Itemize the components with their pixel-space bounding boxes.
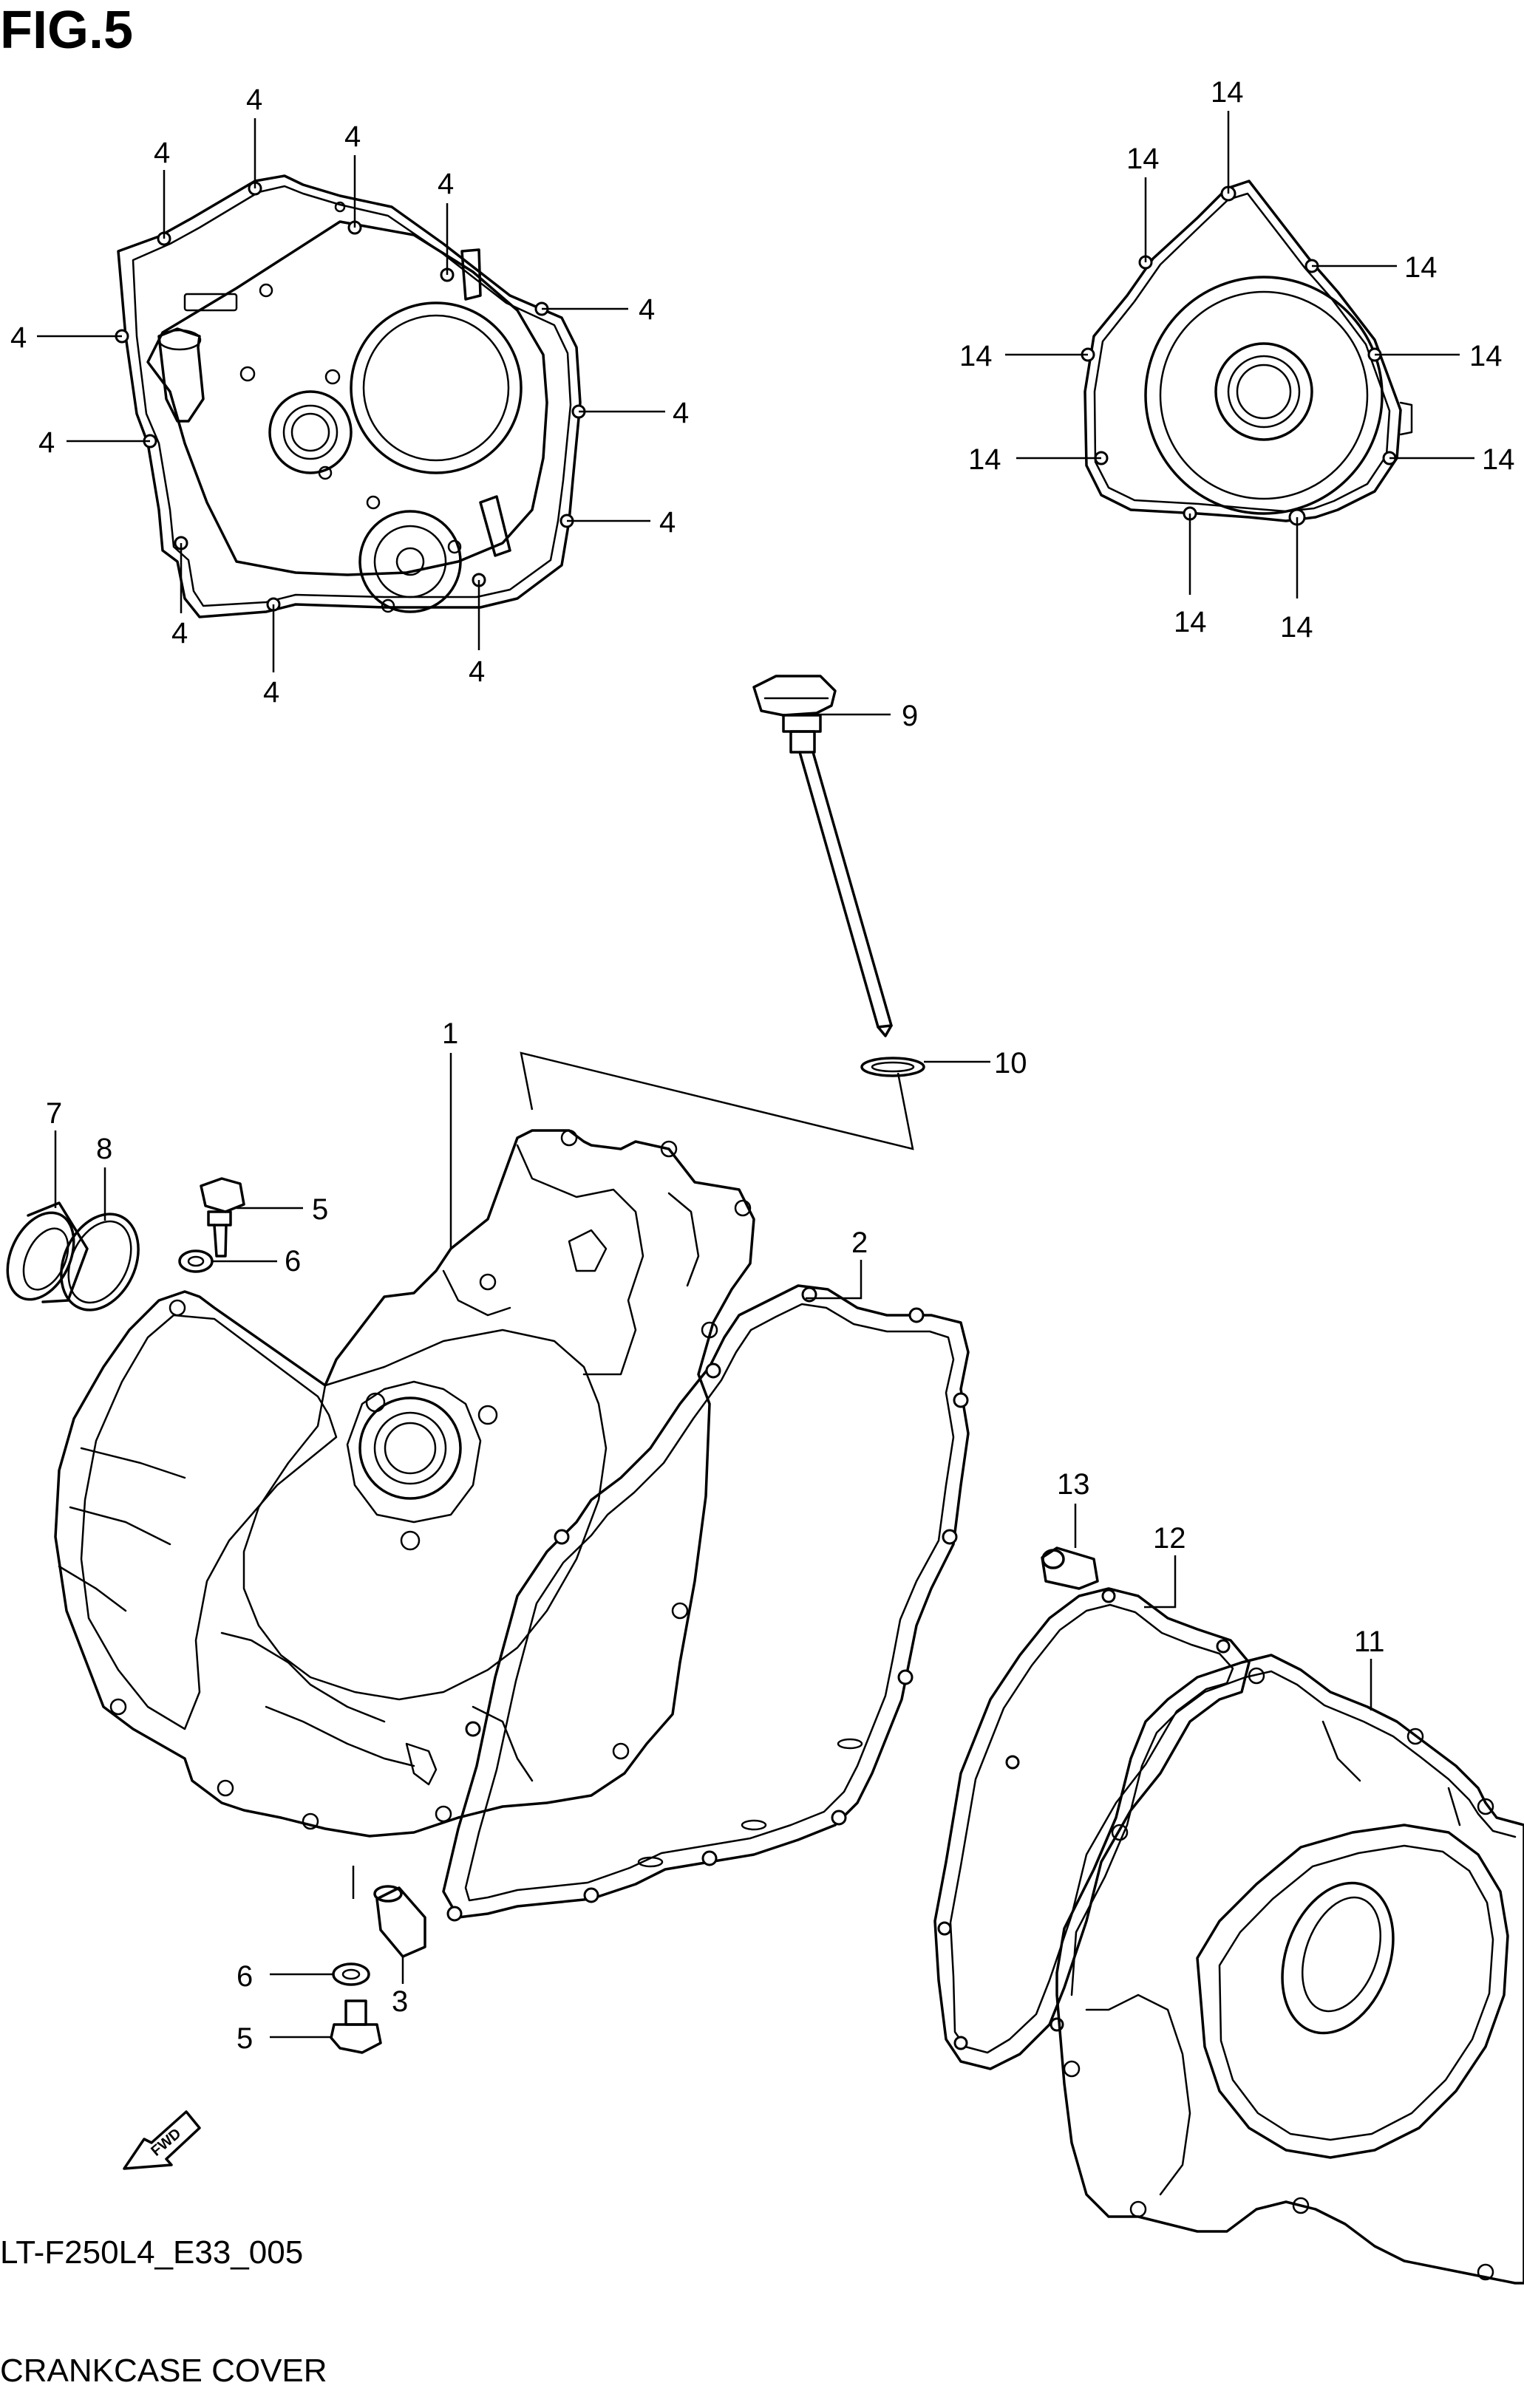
dipstick-o-ring xyxy=(860,1057,925,1077)
callout-14: 14 xyxy=(1126,143,1160,175)
callout-13: 13 xyxy=(1057,1468,1090,1501)
dowel-pin-magneto xyxy=(1041,1546,1099,1590)
callout-3: 3 xyxy=(392,1985,408,2018)
callout-14: 14 xyxy=(1404,251,1438,284)
callouts-part-4: 4 4 4 4 4 4 4 4 4 4 4 4 xyxy=(10,83,689,709)
callout-11: 11 xyxy=(1354,1626,1385,1658)
callout-14: 14 xyxy=(1482,443,1515,476)
callout-4: 4 xyxy=(10,321,27,354)
callout-8: 8 xyxy=(96,1133,112,1165)
oil-level-gauge-dipstick xyxy=(752,675,893,1037)
magneto-cover-inner-view xyxy=(1081,180,1413,526)
callout-7: 7 xyxy=(46,1097,62,1130)
magneto-cover xyxy=(1055,1654,1524,2285)
callout-4: 4 xyxy=(171,617,188,649)
leaders-part-14 xyxy=(1005,111,1474,598)
bolt-upper xyxy=(200,1177,245,1258)
callouts-part-14: 14 14 14 14 14 14 14 14 14 xyxy=(959,76,1515,644)
assembly-bracket xyxy=(520,1051,914,1150)
leaders-part-4 xyxy=(37,118,665,672)
diagram-code: LT-F250L4_E33_005 xyxy=(0,2234,304,2271)
callout-5: 5 xyxy=(237,2022,253,2055)
crankcase-cover xyxy=(54,1129,755,1838)
callout-14: 14 xyxy=(968,443,1001,476)
washer-upper xyxy=(178,1249,214,1273)
callout-10: 10 xyxy=(994,1047,1027,1079)
callout-14: 14 xyxy=(1211,76,1244,109)
callout-1: 1 xyxy=(442,1017,458,1050)
callout-9: 9 xyxy=(902,700,918,732)
callout-14: 14 xyxy=(1469,340,1503,372)
callout-14: 14 xyxy=(959,340,993,372)
dowel-pin-lower xyxy=(373,1885,426,1958)
o-ring-seal xyxy=(60,1212,140,1312)
callout-6: 6 xyxy=(237,1960,253,1993)
callout-14: 14 xyxy=(1280,611,1313,644)
oil-seal xyxy=(6,1201,89,1303)
callout-12: 12 xyxy=(1153,1522,1186,1555)
callout-6: 6 xyxy=(285,1245,301,1278)
bolt-lower xyxy=(330,1999,382,2054)
callout-4: 4 xyxy=(38,426,55,459)
diagram-caption: CRANKCASE COVER xyxy=(0,2353,327,2389)
fwd-arrow-icon: FWD xyxy=(123,2110,201,2170)
crankcase-cover-gasket xyxy=(442,1284,970,1922)
callout-4: 4 xyxy=(438,168,454,200)
callout-4: 4 xyxy=(154,137,170,169)
callout-2: 2 xyxy=(851,1227,868,1259)
callout-4: 4 xyxy=(344,120,361,153)
callout-4: 4 xyxy=(659,506,676,539)
washer-lower xyxy=(332,1962,370,1986)
callout-14: 14 xyxy=(1174,606,1207,638)
magneto-cover-gasket xyxy=(933,1587,1251,2070)
callout-4: 4 xyxy=(673,397,689,429)
callout-4: 4 xyxy=(639,293,655,326)
figure-title: FIG.5 xyxy=(0,1,134,60)
callout-4: 4 xyxy=(246,83,262,116)
crankcase-cover-inner-view xyxy=(115,174,586,618)
callout-4: 4 xyxy=(469,655,485,688)
callout-5: 5 xyxy=(312,1193,328,1226)
callout-4: 4 xyxy=(263,676,279,709)
